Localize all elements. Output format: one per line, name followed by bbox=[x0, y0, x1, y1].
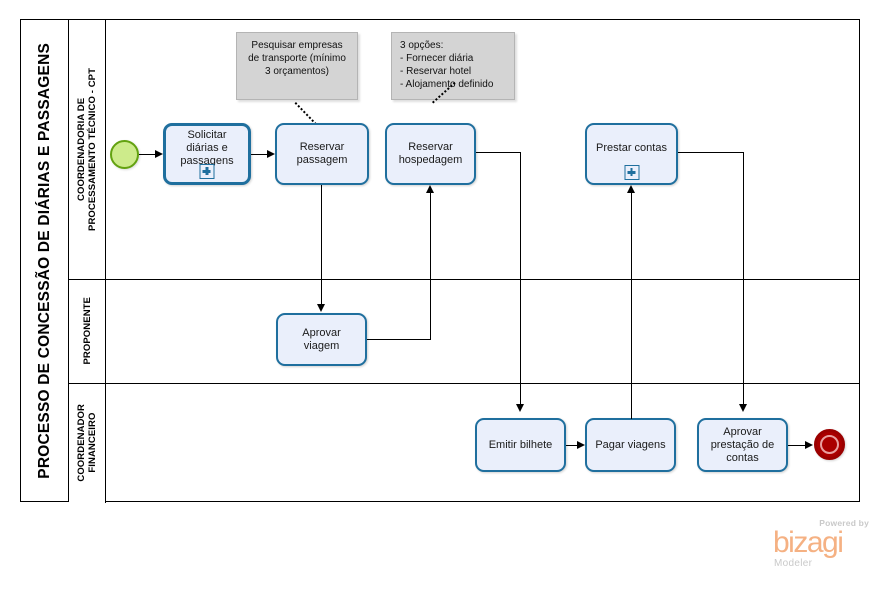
task-label: Reservar passagem bbox=[296, 141, 348, 166]
flow-arrow bbox=[267, 149, 275, 158]
lane-header-proponente: PROPONENTE bbox=[69, 279, 106, 383]
bizagi-wordmark: bizagi bbox=[773, 526, 844, 559]
task-label: Reservar hospedagem bbox=[398, 141, 463, 166]
flow-reservar-hospedagem-to-emitir-bilhete-h bbox=[476, 152, 520, 154]
task-emitir-bilhete[interactable]: Emitir bilhete bbox=[475, 418, 566, 472]
lane-divider-2 bbox=[69, 383, 859, 384]
flow-emitir-bilhete-to-pagar-viagens bbox=[566, 445, 578, 447]
lane-divider-1 bbox=[69, 279, 859, 280]
task-label: Solicitar diárias e passagens bbox=[180, 128, 234, 167]
lane-body-proponente bbox=[106, 279, 859, 383]
flow-arrow bbox=[155, 149, 163, 158]
annotation-transporte-text: Pesquisar empresas de transporte (mínimo… bbox=[248, 40, 346, 77]
start-event[interactable] bbox=[110, 140, 139, 169]
lane-label-proponente: PROPONENTE bbox=[81, 297, 93, 365]
flow-prestar-contas-to-aprovar-prestacao-h bbox=[678, 152, 743, 154]
task-label: Pagar viagens bbox=[595, 438, 666, 451]
task-label: Aprovar viagem bbox=[302, 326, 341, 352]
lane-proponente: PROPONENTE bbox=[69, 279, 859, 383]
flow-arrow bbox=[805, 440, 813, 449]
flow-aprovar-viagem-to-reservar-hospedagem-h bbox=[367, 339, 430, 341]
annotation-transporte: Pesquisar empresas de transporte (mínimo… bbox=[236, 32, 358, 100]
task-prestar-contas[interactable]: Prestar contas bbox=[585, 123, 678, 185]
annotation-opcoes-line4: - Alojamento definido bbox=[400, 79, 494, 90]
annotation-opcoes-line2: - Fornecer diária bbox=[400, 53, 474, 64]
flow-reservar-hospedagem-to-emitir-bilhete-v bbox=[520, 152, 522, 405]
annotation-opcoes: 3 opções: - Fornecer diária - Reservar h… bbox=[391, 32, 515, 100]
annotation-opcoes-line1: 3 opções: bbox=[400, 40, 444, 51]
flow-aprovar-prestacao-to-end bbox=[788, 445, 806, 447]
end-event[interactable] bbox=[814, 429, 845, 460]
flow-start-to-solicitar bbox=[139, 154, 156, 156]
task-reservar-hospedagem[interactable]: Reservar hospedagem bbox=[385, 123, 476, 185]
flow-reservar-passagem-to-aprovar-viagem bbox=[321, 185, 323, 305]
flow-arrow bbox=[426, 185, 434, 193]
powered-by-label: Powered by bbox=[819, 518, 869, 528]
task-aprovar-prestacao-de-contas[interactable]: Aprovar prestação de contas bbox=[697, 418, 788, 472]
flow-aprovar-viagem-to-reservar-hospedagem-v bbox=[430, 193, 432, 340]
flow-arrow bbox=[627, 185, 635, 193]
pool-title-band: PROCESSO DE CONCESSÃO DE DIÁRIAS E PASSA… bbox=[21, 20, 69, 501]
flow-arrow bbox=[739, 404, 747, 412]
task-solicitar-diarias-e-passagens[interactable]: Solicitar diárias e passagens bbox=[163, 123, 251, 185]
flow-pagar-viagens-to-prestar-contas bbox=[631, 193, 633, 419]
sub-process-plus-icon bbox=[199, 164, 215, 179]
flow-solicitar-to-reservar-passagem bbox=[251, 154, 268, 156]
flow-prestar-contas-to-aprovar-prestacao-v bbox=[743, 152, 745, 405]
task-aprovar-viagem[interactable]: Aprovar viagem bbox=[276, 313, 367, 366]
bizagi-logo: Powered by bizagi Modeler bbox=[773, 518, 871, 572]
modeler-label: Modeler bbox=[774, 558, 813, 569]
task-label: Emitir bilhete bbox=[488, 438, 553, 451]
page-title: PROCESSO DE CONCESSÃO DE DIÁRIAS E PASSA… bbox=[35, 42, 53, 479]
sub-process-plus-icon bbox=[624, 165, 639, 180]
annotation-opcoes-line3: - Reservar hotel bbox=[400, 66, 472, 77]
task-pagar-viagens[interactable]: Pagar viagens bbox=[585, 418, 676, 472]
task-reservar-passagem[interactable]: Reservar passagem bbox=[275, 123, 369, 185]
flow-arrow bbox=[577, 440, 585, 449]
flow-arrow bbox=[516, 404, 524, 412]
task-label: Aprovar prestação de contas bbox=[710, 425, 775, 464]
task-label: Prestar contas bbox=[596, 141, 667, 154]
flow-arrow bbox=[317, 304, 325, 312]
